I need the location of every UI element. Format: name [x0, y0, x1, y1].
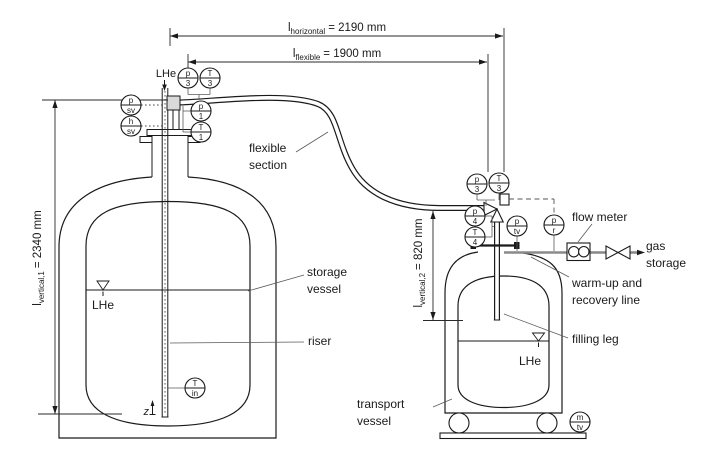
svg-text:section: section [249, 158, 287, 172]
svg-text:3: 3 [208, 79, 213, 88]
junction-valve-icon [483, 193, 510, 223]
instrument-bubble-T-in: T in [184, 377, 206, 399]
valve-actuator [499, 193, 510, 206]
instrument-bubble-p-4: p 4 [464, 205, 486, 227]
svg-text:3: 3 [497, 184, 502, 193]
dimension-horizontal-label: lhorizontal= 2190 mm [288, 22, 386, 36]
storage-vessel-label: storage [307, 265, 347, 279]
instrument-bubble-p-sv: p sv [120, 94, 142, 116]
svg-text:tv: tv [514, 227, 520, 236]
instrument-bubble-T-3-storage: T 3 [199, 67, 221, 89]
z-axis-arrow-icon [150, 400, 155, 406]
instrument-bubble-p-3-transport: p 3 [466, 173, 488, 195]
instrument-bubble-h-sv: h sv [120, 115, 142, 137]
svg-text:sv: sv [127, 127, 135, 136]
svg-text:T: T [473, 228, 478, 237]
svg-text:T: T [193, 379, 198, 388]
transport-vessel-label: transport [357, 397, 405, 411]
gas-valve-icon [605, 245, 631, 260]
flexible-section-label: flexible [249, 141, 287, 155]
svg-text:p: p [129, 96, 134, 105]
svg-text:m: m [577, 413, 584, 422]
transfer-line [166, 94, 484, 211]
z-axis-mark: z [143, 400, 156, 418]
svg-text:1: 1 [199, 133, 204, 142]
instrument-bubble-T-1: T 1 [190, 121, 212, 143]
svg-text:vessel: vessel [357, 414, 391, 428]
svg-text:T: T [208, 69, 213, 78]
svg-text:vessel: vessel [307, 282, 341, 296]
svg-text:3: 3 [186, 79, 191, 88]
transport-vessel-outer-shell [444, 251, 563, 414]
dimension-vertical-1-label: lvertical,1= 2340 mm [32, 210, 46, 305]
svg-text:p: p [199, 102, 204, 111]
lhe-inlet: LHe [156, 68, 176, 91]
svg-text:sv: sv [127, 106, 135, 115]
neck-flange-left [139, 136, 153, 143]
svg-text:recovery line: recovery line [572, 293, 640, 307]
dimension-vertical-2-label: lvertical,2= 820 mm [413, 218, 427, 307]
transport-lhe-label: LHe [519, 354, 541, 368]
svg-text:p: p [186, 69, 191, 78]
wheel-right [536, 412, 558, 434]
svg-text:tv: tv [577, 423, 583, 432]
svg-text:T: T [497, 174, 502, 183]
riser-label: riser [308, 334, 331, 348]
svg-text:storage: storage [646, 256, 686, 270]
riser-tube [161, 88, 169, 418]
filling-leg-label: filling leg [572, 332, 619, 346]
wheel-left [448, 412, 470, 434]
transport-level-marker-icon [531, 332, 546, 342]
instrument-bubble-p-3-storage: p 3 [177, 67, 199, 89]
dimension-vertical-1: lvertical,1= 2340 mm [32, 99, 168, 415]
instrument-bubble-p-tv: p tv [506, 215, 528, 237]
svg-text:h: h [129, 117, 133, 126]
instrument-bubble-T-4: T 4 [464, 226, 486, 248]
transport-vessel-inner [457, 275, 550, 409]
svg-text:4: 4 [473, 238, 478, 247]
svg-text:p: p [515, 217, 520, 226]
annotations: flexible section storage vessel riser LH… [92, 131, 686, 428]
svg-text:p: p [475, 175, 480, 184]
ground-plate [439, 432, 587, 440]
storage-neck [139, 129, 201, 177]
storage-level-marker-icon [96, 280, 110, 291]
gas-storage-label: gas [646, 239, 665, 253]
svg-text:r: r [553, 226, 556, 235]
svg-text:p: p [552, 216, 557, 225]
flexible-transfer-pipe [179, 96, 484, 210]
neck-top-plate [146, 129, 194, 136]
gas-flow-arrow [637, 249, 645, 256]
svg-text:4: 4 [473, 217, 478, 226]
svg-text:1: 1 [199, 112, 204, 121]
svg-text:3: 3 [475, 185, 480, 194]
instrument-bubble-T-3-transport: T 3 [488, 172, 510, 194]
instrument-bubble-m-tv: m tv [569, 411, 591, 433]
flow-meter-label: flow meter [572, 210, 627, 224]
storage-vessel-outer-jacket [58, 176, 277, 439]
z-axis-label: z [143, 406, 150, 418]
instrument-bubble-p-r: p r [543, 214, 565, 236]
transport-vessel [439, 251, 587, 440]
svg-text:T: T [199, 123, 204, 132]
lhe-inlet-arrow-icon [162, 84, 167, 91]
dimension-vertical-2: lvertical,2= 820 mm [413, 211, 463, 321]
elbow-fitting [166, 95, 181, 111]
instrument-connectors [141, 88, 555, 389]
svg-text:p: p [473, 207, 478, 216]
storage-vessel-inner [85, 200, 251, 427]
dimension-flexible-label: lflexible= 1900 mm [293, 48, 381, 62]
warm-up-label: warm-up and [571, 276, 642, 290]
lhe-inlet-label: LHe [156, 68, 176, 80]
flow-meter-icon [566, 242, 591, 262]
dimension-flexible: lflexible= 1900 mm [187, 48, 489, 172]
storage-lhe-label: LHe [92, 298, 114, 312]
svg-text:in: in [192, 389, 198, 398]
dimension-horizontal: lhorizontal= 2190 mm [169, 22, 505, 172]
warm-up-recovery-line [504, 249, 645, 256]
instrument-bubble-p-1: p 1 [190, 100, 212, 122]
